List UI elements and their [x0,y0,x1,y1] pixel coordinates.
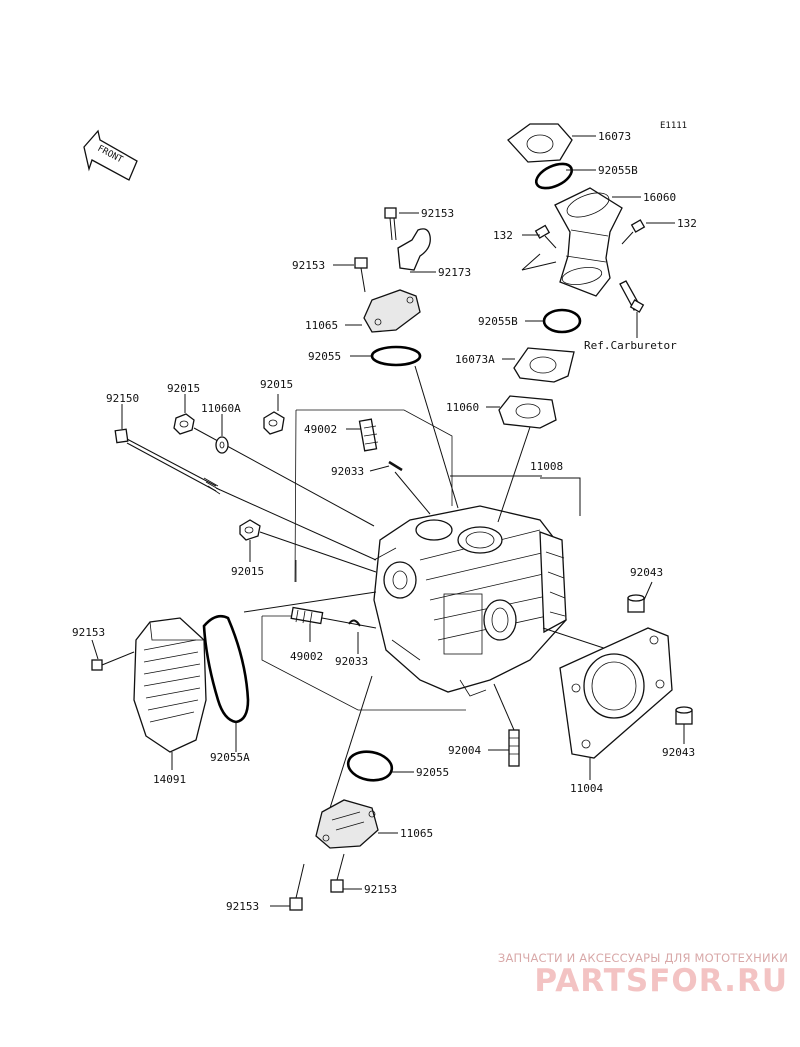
label-92153-d: 92153 [364,883,397,896]
dowel-92043-top [627,594,645,613]
clip-92033-top [388,460,403,472]
dowel-92043-bot [675,706,693,725]
label-49002-top: 49002 [304,423,337,436]
label-11060: 11060 [446,401,479,414]
stud-92150 [114,428,221,495]
flange-16073a [513,347,575,383]
gasket-92055a [202,614,250,724]
label-132-right: 132 [677,217,697,230]
label-92153-b: 92153 [292,259,325,272]
label-92015-c: 92015 [231,565,264,578]
cam-cap-11065-top [363,289,421,333]
side-cover-14091 [133,617,207,753]
o-ring-92055b-top [534,162,574,190]
label-11060a: 11060A [201,402,241,415]
label-92033-top: 92033 [331,465,364,478]
o-ring-92055b-mid [542,308,582,334]
washer-11060a [215,436,229,454]
label-16073: 16073 [598,130,631,143]
label-132-left: 132 [493,229,513,242]
cylinder-head-11008 [373,505,567,697]
bolt-92153-lower-left [289,863,305,911]
intake-pipe-16060 [554,187,623,297]
label-92015-a: 92015 [167,382,200,395]
bolt-132-left [534,224,557,249]
bolt-92153-lower-right [330,853,345,893]
label-92153-e: 92153 [226,900,259,913]
label-11008: 11008 [530,460,563,473]
label-16060: 16060 [643,191,676,204]
carburetor-stud [619,280,645,313]
intake-flange-16073 [507,123,573,163]
tappet-adjuster-49002-top [358,418,379,452]
label-11065-bot: 11065 [400,827,433,840]
head-gasket-11004 [559,627,673,759]
label-49002-bot: 49002 [290,650,323,663]
bolt-92153-left [354,257,368,293]
label-92004: 92004 [448,744,481,757]
bolt-92153-top [384,207,397,241]
label-92043-top: 92043 [630,566,663,579]
label-92150: 92150 [106,392,139,405]
cam-cap-11065-bot [315,799,379,849]
o-ring-92055-bot [346,750,394,782]
label-14091: 14091 [153,773,186,786]
label-ref-carburetor: Ref.Carburetor [584,339,677,352]
front-arrow-icon: FRONT [83,129,138,181]
diagram-code: E1111 [660,121,687,131]
label-92055b-mid: 92055B [478,315,518,328]
label-16073a: 16073A [455,353,495,366]
watermark-tagline: ЗАПЧАСТИ И АКСЕССУАРЫ ДЛЯ МОТОТЕХНИКИ [497,951,788,965]
label-11004: 11004 [570,782,603,795]
bolt-92153-side [91,651,135,671]
label-92055-bot: 92055 [416,766,449,779]
label-92055a: 92055A [210,751,250,764]
label-92055b-top: 92055B [598,164,638,177]
label-92033-bot: 92033 [335,655,368,668]
nut-92015-a [173,413,195,435]
label-92043-bot: 92043 [662,746,695,759]
label-92153-a: 92153 [421,207,454,220]
label-92055-top: 92055 [308,350,341,363]
bolt-132-right [621,219,646,245]
stud-92004 [508,729,520,767]
hose-clamp-92173 [397,228,431,271]
label-11065-top: 11065 [305,319,338,332]
gasket-11060 [498,395,557,429]
o-ring-92055-top [370,345,422,367]
tappet-adjuster-49002-bot [290,606,324,625]
nut-92015-c [239,519,261,541]
label-92173: 92173 [438,266,471,279]
label-92153-c: 92153 [72,626,105,639]
nut-92015-b [263,411,285,435]
watermark-logo: PARTSFOR.RU [534,963,788,999]
label-92015-b: 92015 [260,378,293,391]
